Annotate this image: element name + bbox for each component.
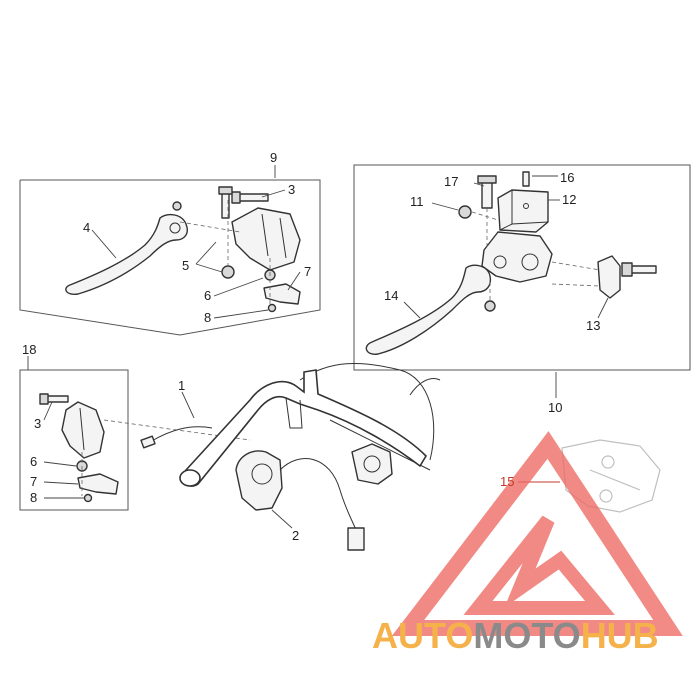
clamp-part-13 — [597, 255, 621, 299]
pin-part-17 — [481, 179, 493, 209]
lever-bracket-body — [61, 401, 105, 459]
watermark-hub: HUB — [581, 615, 659, 656]
callout-7-upper: 7 — [304, 264, 311, 279]
callout-1: 1 — [178, 378, 185, 393]
switch-part-7-lower — [77, 473, 119, 495]
callout-18: 18 — [22, 342, 36, 357]
watermark-moto: MOTO — [473, 615, 580, 656]
callout-7-lower: 7 — [30, 474, 37, 489]
callout-6-lower: 6 — [30, 454, 37, 469]
callout-17: 17 — [444, 174, 458, 189]
handlebar-part-1 — [181, 369, 428, 487]
brake-lever-part-14 — [365, 264, 492, 355]
callout-12: 12 — [562, 192, 576, 207]
pivot-nut — [172, 201, 182, 211]
callout-2: 2 — [292, 528, 299, 543]
triangle-logo — [391, 431, 683, 636]
callout-11: 11 — [410, 194, 424, 209]
nut-part-11 — [458, 205, 472, 219]
callout-3-lower: 3 — [34, 416, 41, 431]
group-18-outline — [19, 369, 129, 511]
callout-6-upper: 6 — [204, 288, 211, 303]
reservoir-part-12 — [497, 189, 549, 233]
cable-part-1 — [149, 426, 213, 443]
callout-9: 9 — [270, 150, 277, 165]
callout-4: 4 — [83, 220, 90, 235]
handlebar-assembly — [140, 363, 441, 551]
watermark-logo — [391, 431, 683, 636]
callout-14: 14 — [384, 288, 398, 303]
callout-16: 16 — [560, 170, 574, 185]
screw-part-3-lower — [45, 395, 69, 403]
callout-13: 13 — [586, 318, 600, 333]
group-9-clutch-lever — [19, 165, 321, 336]
screw-part-16 — [522, 171, 530, 187]
screw-part-8 — [267, 303, 277, 313]
callout-10: 10 — [548, 400, 562, 415]
callout-15: 15 — [500, 474, 514, 489]
screw-part-3 — [237, 193, 269, 202]
group-18-lever-bracket — [19, 356, 251, 511]
switch-cable — [279, 458, 357, 531]
clamp-screw — [629, 265, 657, 274]
clutch-lever-part-4 — [65, 213, 188, 296]
connector — [347, 527, 365, 551]
callout-8-lower: 8 — [30, 490, 37, 505]
watermark-auto: AUTO — [372, 615, 473, 656]
master-cylinder-body — [481, 231, 553, 283]
switch-housing-part-2 — [235, 450, 283, 511]
switch-part-7 — [263, 283, 301, 305]
callout-8-upper: 8 — [204, 310, 211, 325]
right-mount-bracket — [351, 443, 393, 485]
callout-3-upper: 3 — [288, 182, 295, 197]
group-10-outline — [353, 164, 691, 371]
watermark-text: AUTOMOTOHUB — [372, 615, 659, 656]
screw-part-8-lower — [83, 493, 93, 503]
group-10-brake-master-cylinder — [353, 164, 691, 398]
group-9-outline — [19, 179, 321, 336]
callout-5: 5 — [182, 258, 189, 273]
